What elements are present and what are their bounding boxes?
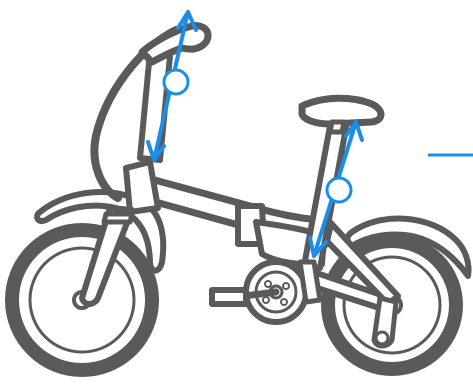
saddle-clamp xyxy=(330,122,344,132)
fork-crown xyxy=(104,214,132,222)
head-tube xyxy=(126,162,158,212)
derailleur-pulley xyxy=(376,332,388,344)
kickstand xyxy=(300,262,320,302)
handlebar-grip xyxy=(142,26,208,62)
pedal xyxy=(212,290,246,304)
